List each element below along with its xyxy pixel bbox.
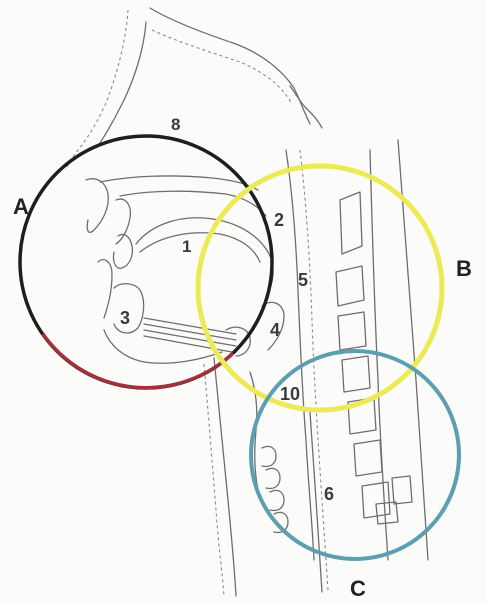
vertebra-7 xyxy=(362,482,390,518)
region-circle-b xyxy=(198,166,442,410)
trachea-ring-3 xyxy=(270,490,284,510)
spinous-1 xyxy=(392,476,412,504)
occiput xyxy=(290,86,322,128)
structure-number-10: 10 xyxy=(280,384,300,404)
vertebra-3 xyxy=(338,312,366,350)
skull-outline xyxy=(150,8,310,124)
structure-numbers: 8 1 2 3 4 5 10 6 xyxy=(120,115,334,504)
neck-front-2 xyxy=(204,364,224,596)
upper-teeth xyxy=(113,234,132,268)
structure-number-5: 5 xyxy=(298,270,308,290)
trachea-ring-2 xyxy=(266,468,280,488)
structure-number-8: 8 xyxy=(171,115,180,134)
structure-number-6: 6 xyxy=(324,484,334,504)
hard-palate xyxy=(100,176,258,190)
pharynx-wall-2 xyxy=(300,150,328,590)
structure-number-4: 4 xyxy=(270,320,280,340)
pharynx-wall xyxy=(286,150,314,560)
oesophagus xyxy=(310,412,322,592)
skull-inner xyxy=(152,30,292,104)
structure-number-1: 1 xyxy=(182,237,191,256)
region-letters: A B C xyxy=(13,194,472,601)
neck-front xyxy=(214,358,236,596)
structure-number-2: 2 xyxy=(274,210,284,230)
region-label-c: C xyxy=(350,576,366,601)
vertebra-2 xyxy=(336,266,364,306)
spinous-2 xyxy=(376,502,398,524)
floor-muscle-4 xyxy=(144,336,232,352)
lower-lip xyxy=(98,260,112,318)
trachea-ring-1 xyxy=(262,446,276,466)
vertebra-1 xyxy=(340,192,362,254)
vertebra-4 xyxy=(342,356,370,392)
region-label-a: A xyxy=(13,194,29,219)
structure-number-3: 3 xyxy=(120,308,130,328)
region-label-b: B xyxy=(456,256,472,281)
head-sketch xyxy=(66,8,428,596)
vertebra-6 xyxy=(354,440,382,476)
face-outline-inner xyxy=(98,22,146,146)
nasal-shape xyxy=(86,179,108,233)
